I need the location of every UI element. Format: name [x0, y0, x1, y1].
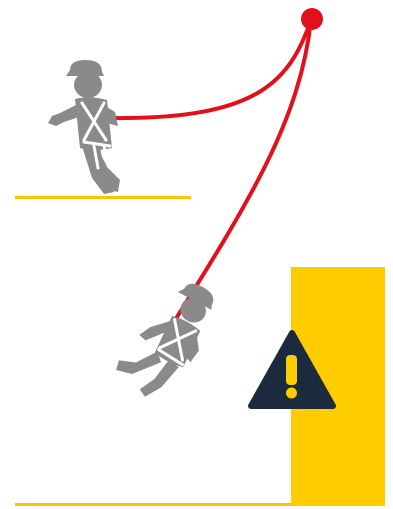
- ground-line: [15, 503, 295, 506]
- warning-exclamation-dot: [286, 388, 297, 399]
- upper-ledge-line: [15, 196, 191, 199]
- worker-swinging-icon: [110, 268, 226, 408]
- lifeline-rope-standing: [110, 20, 311, 118]
- worker-standing-icon: [48, 60, 120, 194]
- anchor-point-icon: [301, 8, 323, 30]
- warning-exclamation-bar: [286, 355, 297, 385]
